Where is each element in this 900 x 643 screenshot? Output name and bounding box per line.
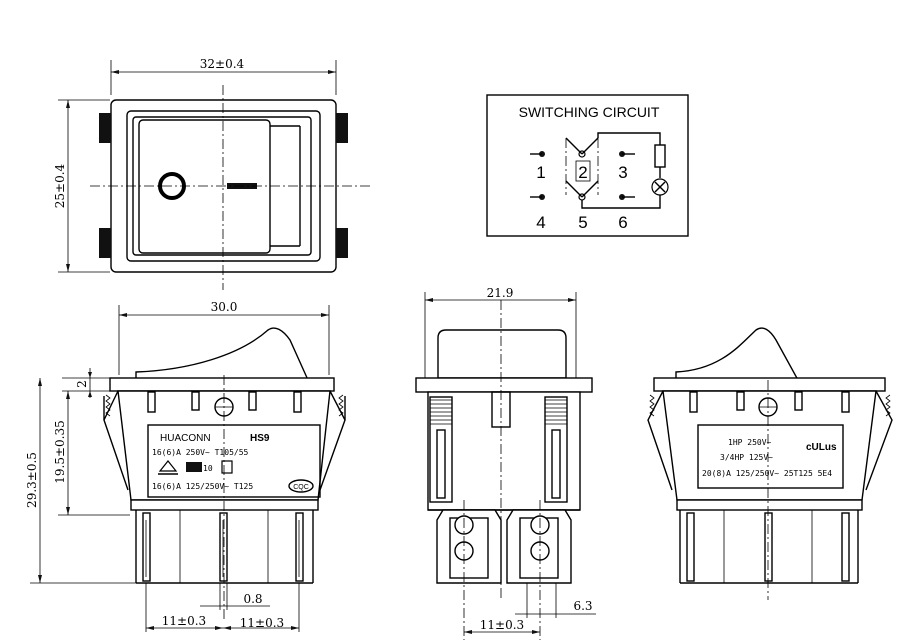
dim-side-width: 21.9 — [487, 286, 514, 300]
dim-pin-width: 0.8 — [243, 592, 262, 606]
back-rating-line-1: 1HP 250V~ — [728, 438, 772, 447]
back-rating-line-3: 20(8)A 125/250V~ 25T125 5E4 — [702, 469, 832, 478]
terminal-5: 5 — [578, 213, 587, 232]
cqc-mark: CQC — [293, 484, 309, 491]
terminal-6: 6 — [618, 213, 627, 232]
terminal-4: 4 — [536, 213, 545, 232]
back-rating-line-2: 3/4HP 125V~ — [720, 453, 773, 462]
rating-line-2: 16(6)A 125/250V~ T125 — [152, 482, 253, 491]
svg-text:10: 10 — [203, 464, 213, 473]
dim-pitch-right: 11±0.3 — [240, 616, 284, 630]
ul-mark: cULus — [806, 442, 837, 453]
dim-top-height: 25±0.4 — [53, 163, 67, 208]
cert-k-icon — [221, 460, 233, 474]
dim-body-height: 19.5±0.35 — [53, 420, 67, 484]
terminal-2: 2 — [578, 163, 587, 182]
terminal-3: 3 — [618, 163, 627, 182]
dim-terminal-width: 6.3 — [573, 599, 592, 613]
front-view: 30.0 HUACONN HS9 16(6)A 250V~ T105/55 10 — [25, 300, 346, 632]
dim-top-width: 32±0.4 — [200, 57, 245, 71]
cqc-mark-icon — [288, 479, 314, 493]
side-view: 21.9 — [415, 286, 596, 640]
rating-line-1: 16(6)A 250V~ T105/55 — [152, 448, 249, 457]
dim-front-width: 30.0 — [211, 300, 238, 314]
terminal-1: 1 — [536, 163, 545, 182]
brand-label: HUACONN — [160, 433, 211, 444]
dim-side-pitch: 11±0.3 — [480, 618, 524, 632]
model-label: HS9 — [250, 433, 270, 444]
dim-pitch-left: 11±0.3 — [162, 614, 206, 628]
dim-total-height: 29.3±0.5 — [25, 452, 39, 508]
dim-flange: 2 — [75, 380, 89, 388]
cert-triangle-icon — [158, 460, 178, 472]
circuit-title: SWITCHING CIRCUIT — [519, 104, 660, 120]
switching-circuit: SWITCHING CIRCUIT 1 2 3 4 5 6 — [486, 94, 689, 237]
top-view: 32±0.4 25±0.4 — [53, 57, 372, 290]
back-view: 1HP 250V~ 3/4HP 125V~ 20(8)A 125/250V~ 2… — [647, 327, 893, 600]
cert-ccc-icon — [186, 462, 202, 472]
